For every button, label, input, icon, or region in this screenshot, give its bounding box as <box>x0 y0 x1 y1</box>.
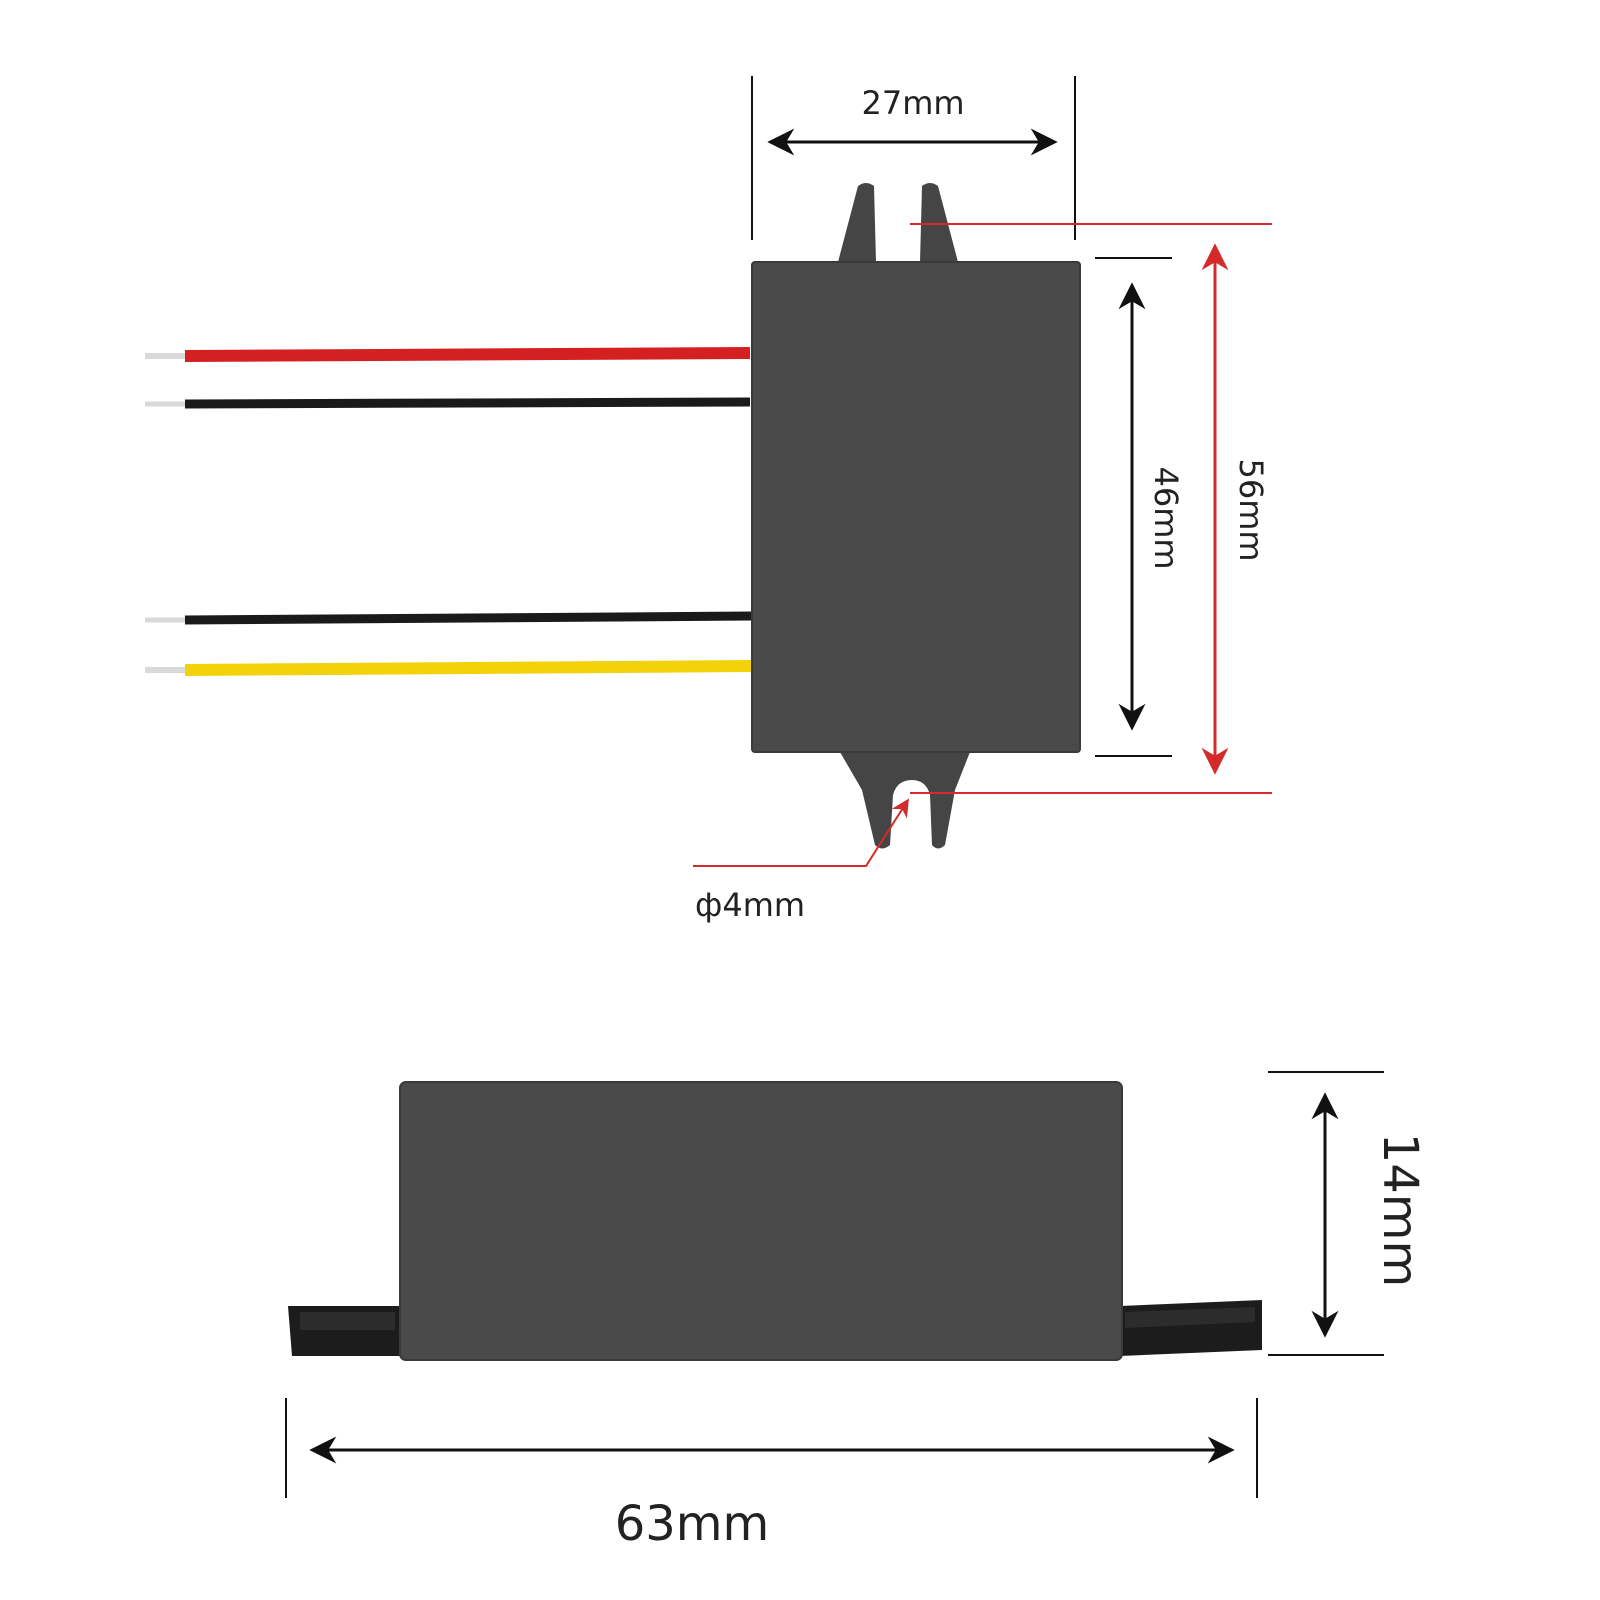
body-length-dimension <box>1095 257 1172 757</box>
wire-black-1 <box>145 397 751 409</box>
top-view: 27mm 46mm 56mm ф4mm <box>145 76 1272 924</box>
side-length-dimension <box>285 1398 1258 1498</box>
wire-yellow <box>145 660 753 676</box>
side-right-flange <box>1120 1300 1262 1356</box>
hole-diameter-leader <box>693 798 909 867</box>
body-length-label: 46mm <box>1147 466 1185 569</box>
hole-diameter-label: ф4mm <box>695 886 805 924</box>
overall-length-dimension <box>910 223 1272 794</box>
housing-top-view <box>751 261 1081 753</box>
overall-length-label: 56mm <box>1232 458 1270 561</box>
wire-red <box>145 347 751 362</box>
side-left-flange <box>288 1306 400 1356</box>
height-label: 14mm <box>1372 1133 1428 1288</box>
side-length-label: 63mm <box>615 1496 770 1552</box>
top-mounting-tab <box>838 183 958 262</box>
height-dimension <box>1268 1071 1384 1356</box>
width-label: 27mm <box>861 84 964 122</box>
housing-side-view <box>399 1081 1123 1361</box>
side-view: 14mm 63mm <box>285 1071 1428 1552</box>
wire-black-2 <box>145 611 753 625</box>
bottom-mounting-tab <box>840 752 970 849</box>
width-dimension <box>751 76 1076 240</box>
